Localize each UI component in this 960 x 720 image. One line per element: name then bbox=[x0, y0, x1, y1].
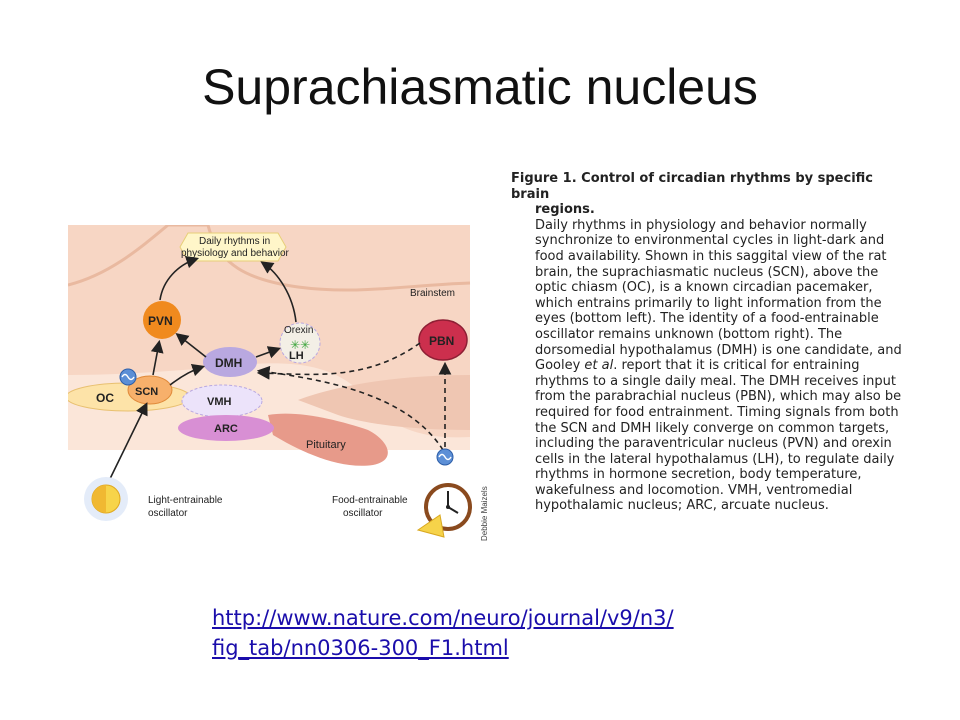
orexin-cell-icon: ✳✳ bbox=[290, 338, 310, 352]
caption-body-italic: et al bbox=[584, 358, 614, 374]
arrow-scn-to-pvn bbox=[150, 339, 164, 376]
food-label-line2: oscillator bbox=[343, 508, 383, 519]
arrow-scn-to-dmh bbox=[169, 363, 206, 386]
arrow-pvn-to-rhythms bbox=[159, 255, 200, 301]
vmh-label: VMH bbox=[207, 396, 232, 408]
caption-body: Daily rhythms in physiology and behavior… bbox=[511, 218, 903, 514]
orexin-label: Orexin bbox=[284, 325, 313, 336]
light-label-line2: oscillator bbox=[148, 508, 188, 519]
rhythm-box bbox=[179, 232, 287, 262]
rhythm-label-line2: physiology and behavior bbox=[181, 248, 290, 259]
arrow-lh-to-rhythms bbox=[260, 261, 297, 323]
cheese-icon bbox=[416, 514, 445, 538]
slide-title: Suprachiasmatic nucleus bbox=[202, 59, 758, 115]
scn-region bbox=[127, 375, 173, 405]
pvn-label: PVN bbox=[148, 314, 173, 328]
caption-title-continued: regions. bbox=[535, 202, 595, 218]
arc-region bbox=[178, 415, 274, 441]
brainstem-label: Brainstem bbox=[410, 288, 455, 299]
pituitary bbox=[268, 413, 388, 466]
lh-label: LH bbox=[289, 350, 304, 362]
figure-source-link[interactable]: http://www.nature.com/neuro/journal/v9/n… bbox=[212, 603, 732, 663]
dmh-label: DMH bbox=[215, 356, 242, 370]
light-label-line1: Light-entrainable bbox=[148, 495, 223, 506]
oc-label: OC bbox=[96, 391, 114, 405]
caption-body-before: Daily rhythms in physiology and behavior… bbox=[535, 217, 902, 374]
scn-wave-icon bbox=[121, 373, 135, 381]
arc-label: ARC bbox=[214, 423, 238, 435]
rhythm-label-line1: Daily rhythms in bbox=[199, 236, 270, 247]
lh-node bbox=[279, 322, 321, 364]
pituitary-label: Pituitary bbox=[306, 439, 346, 451]
pbn-label: PBN bbox=[429, 334, 454, 348]
brainstem-region bbox=[298, 375, 470, 430]
sun-icon bbox=[84, 477, 128, 521]
caption-body-after: . report that it is critical for entrain… bbox=[535, 358, 902, 514]
link-line2: fig_tab/nn0306-300_F1.html bbox=[212, 636, 509, 660]
arrow-food-to-dmh bbox=[256, 365, 444, 451]
pbn-node bbox=[418, 319, 468, 361]
caption-title: Figure 1. Control of circadian rhythms b… bbox=[511, 171, 873, 202]
dmh-node bbox=[203, 347, 257, 377]
figure-caption: Figure 1. Control of circadian rhythms b… bbox=[511, 171, 903, 514]
credit-label: Debbie Maizels bbox=[480, 486, 489, 541]
link-line1: http://www.nature.com/neuro/journal/v9/n… bbox=[212, 606, 674, 630]
scn-label: SCN bbox=[135, 386, 158, 398]
arrow-light-to-scn bbox=[105, 402, 148, 488]
pvn-node bbox=[143, 301, 181, 339]
brain-outline bbox=[68, 225, 471, 292]
arrow-dmh-to-lh bbox=[255, 346, 282, 359]
food-wave-icon bbox=[438, 453, 452, 461]
food-label-line1: Food-entrainable bbox=[332, 495, 408, 506]
circadian-diagram: Pituitary Daily rhythms in physiology an… bbox=[68, 225, 489, 541]
arrow-dmh-to-pvn bbox=[175, 333, 207, 358]
